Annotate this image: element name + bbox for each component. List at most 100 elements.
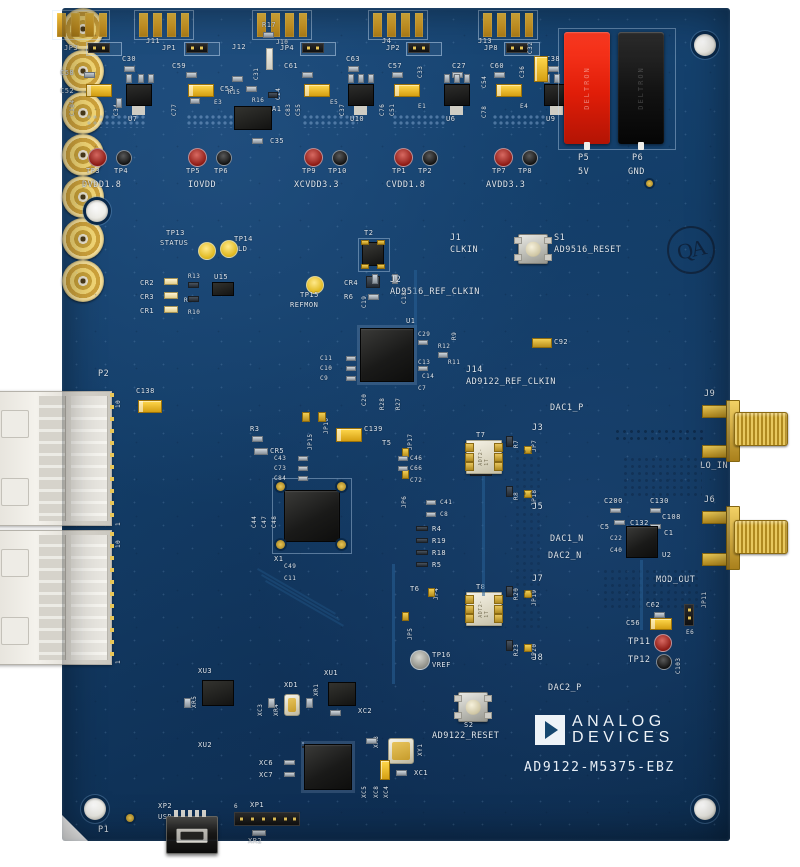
cap-c8 bbox=[426, 512, 436, 517]
resistor-r20 bbox=[506, 586, 513, 597]
jumper-jp3[interactable] bbox=[88, 43, 110, 53]
silk-t2-outline bbox=[358, 238, 390, 272]
silk-cr5: CR5 bbox=[270, 447, 285, 455]
testpoint-tp14[interactable] bbox=[220, 240, 238, 258]
jumper-jp15-pads[interactable] bbox=[302, 412, 310, 422]
silk-c53: C53 bbox=[220, 85, 235, 93]
silk-cr3: CR3 bbox=[140, 293, 155, 301]
jumper-jp4-top[interactable] bbox=[302, 43, 324, 53]
jumper-jp6-pads[interactable] bbox=[402, 470, 409, 479]
silk-xc1: XC1 bbox=[414, 769, 429, 777]
jumper-jp7-pads[interactable] bbox=[524, 446, 532, 454]
silk-xc2: XC2 bbox=[358, 707, 373, 715]
silk-c20: C20 bbox=[361, 393, 368, 406]
testpoint-tp8[interactable] bbox=[522, 150, 538, 166]
cap-cvdd bbox=[394, 84, 420, 97]
testpoint-tp10[interactable] bbox=[332, 150, 348, 166]
resistor-r12 bbox=[438, 352, 448, 358]
label-t7: T7 bbox=[476, 431, 486, 439]
label-j7-ref: J7 bbox=[532, 574, 544, 584]
ic-xu2 bbox=[304, 744, 352, 790]
testpoint-tp15[interactable] bbox=[306, 276, 324, 294]
ribbon-connector-p2[interactable] bbox=[0, 391, 112, 526]
via-x1-c2 bbox=[337, 482, 346, 491]
regulator-u9-tab bbox=[550, 106, 563, 115]
silk-u1: U1 bbox=[406, 317, 416, 325]
jumper-jp8[interactable] bbox=[506, 43, 528, 53]
usb-connector-xp2[interactable] bbox=[166, 816, 218, 854]
pad-t2-d bbox=[377, 264, 385, 269]
resistor-r19 bbox=[416, 538, 428, 543]
banana-jack-p6[interactable]: DELTRON bbox=[618, 32, 664, 150]
jumper-jp11[interactable] bbox=[684, 604, 694, 626]
banana-jack-p5[interactable]: DELTRON bbox=[564, 32, 610, 150]
silk-c32: C32 bbox=[527, 41, 534, 54]
edge-finger-group-3 bbox=[252, 10, 312, 40]
silk-e6: E6 bbox=[686, 629, 695, 636]
resistor-r3 bbox=[252, 436, 263, 442]
testpoint-tp4[interactable] bbox=[116, 150, 132, 166]
diode-xd1 bbox=[284, 694, 300, 716]
silk-c62: C62 bbox=[646, 601, 661, 609]
sma-j7-dac2-n[interactable] bbox=[62, 218, 104, 260]
jumper-jp18-pads[interactable] bbox=[524, 490, 532, 498]
cap-c73 bbox=[298, 466, 308, 471]
label-xp1: XP1 bbox=[250, 801, 265, 809]
testpoint-tp12[interactable] bbox=[656, 654, 672, 670]
testpoint-tp16[interactable] bbox=[410, 650, 430, 670]
silk-p1-pin1: 1 bbox=[115, 659, 122, 664]
label-tp4: TP4 bbox=[114, 167, 129, 175]
silk-r27: R27 bbox=[395, 397, 402, 410]
label-j8-ref: J8 bbox=[532, 653, 544, 663]
silk-r4: R4 bbox=[432, 525, 442, 533]
testpoint-tp13[interactable] bbox=[198, 242, 216, 260]
jumper-jp20-pads[interactable] bbox=[524, 644, 532, 652]
testpoint-tp1[interactable] bbox=[394, 148, 413, 167]
pad-field-rail1 bbox=[86, 114, 146, 128]
label-s1-ref: S1 bbox=[554, 233, 566, 243]
sma-j14-ad9122-ref-clkin[interactable] bbox=[62, 92, 104, 134]
testpoint-tp5[interactable] bbox=[188, 148, 207, 167]
jumper-jp2[interactable] bbox=[408, 43, 430, 53]
silk-c48: C48 bbox=[271, 515, 278, 528]
switch-s2-ad9122-reset[interactable] bbox=[454, 692, 492, 722]
sma-j8-dac2-p[interactable] bbox=[62, 260, 104, 302]
testpoint-tp2[interactable] bbox=[422, 150, 438, 166]
jack-brand-p6: DELTRON bbox=[637, 66, 645, 110]
label-tp16: VREF bbox=[432, 661, 451, 669]
board-part-number: AD9122-M5375-EBZ bbox=[524, 760, 675, 775]
testpoint-tp11[interactable] bbox=[654, 634, 672, 652]
silk-c10: C10 bbox=[320, 365, 333, 372]
regulator-u6 bbox=[444, 84, 470, 106]
silk-c27: C27 bbox=[452, 62, 467, 70]
cap-c9 bbox=[346, 376, 356, 381]
silk-c47: C47 bbox=[261, 515, 268, 528]
silk-jp3: JP3 bbox=[64, 44, 79, 52]
pad-t2-a bbox=[361, 240, 369, 245]
brand-line-1: ANALOG bbox=[572, 713, 666, 730]
resistor-r15 bbox=[232, 76, 243, 82]
jumper-jp10-pads[interactable] bbox=[318, 412, 326, 422]
ribbon-connector-p1[interactable] bbox=[0, 530, 112, 665]
testpoint-tp3[interactable] bbox=[88, 148, 107, 167]
switch-s1-ad9516-reset[interactable] bbox=[514, 234, 552, 264]
cap-c139 bbox=[336, 428, 362, 442]
cap-c19 bbox=[372, 274, 378, 284]
jumper-jp1[interactable] bbox=[186, 43, 208, 53]
testpoint-tp9[interactable] bbox=[304, 148, 323, 167]
connector-j10[interactable] bbox=[266, 48, 273, 70]
jumper-jp5-pads[interactable] bbox=[402, 612, 409, 621]
analog-devices-triangle-icon bbox=[535, 715, 565, 746]
testpoint-tp7[interactable] bbox=[494, 148, 513, 167]
qa-stamp: QA bbox=[667, 226, 715, 274]
silk-r10: R10 bbox=[188, 309, 201, 316]
crystal-xy1 bbox=[388, 738, 414, 764]
header-xp1[interactable] bbox=[234, 812, 300, 826]
silk-c83: C83 bbox=[285, 103, 292, 116]
silk-xr2: XR2 bbox=[248, 837, 263, 845]
jumper-jp19-pads[interactable] bbox=[524, 590, 532, 598]
jumper-jp4b-pads[interactable] bbox=[428, 588, 435, 597]
silk-c52: C52 bbox=[60, 87, 75, 95]
silk-xu2: XU2 bbox=[198, 741, 213, 749]
testpoint-tp6[interactable] bbox=[216, 150, 232, 166]
